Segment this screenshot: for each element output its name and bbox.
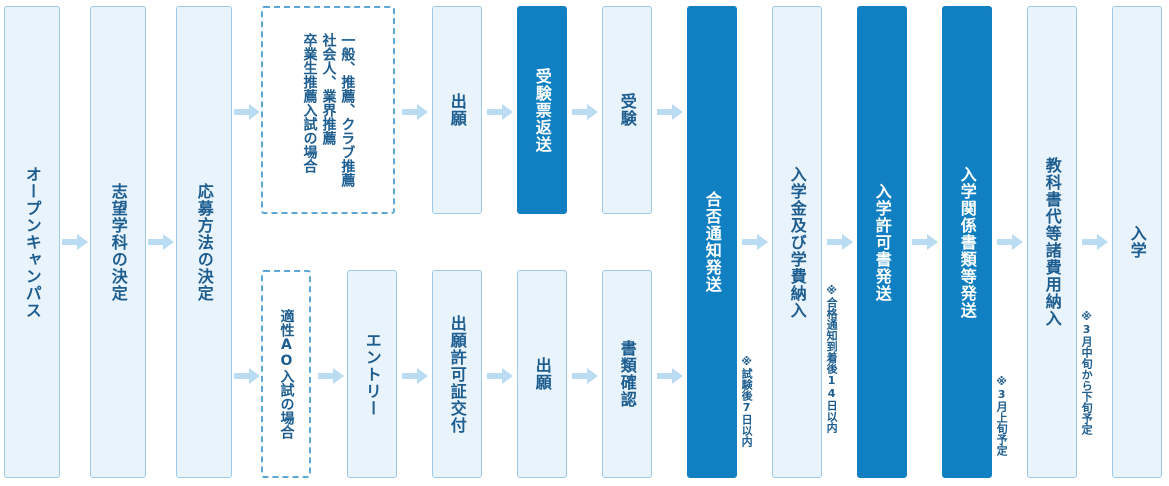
arrow-right-icon (402, 104, 428, 120)
step-textbook-pay: 教科書代等諸費用納入 (1027, 6, 1077, 478)
arrow-right-icon (912, 234, 938, 250)
arrow-right-icon (827, 234, 853, 250)
step-payment-label: 入学金及び学費納入 (787, 165, 807, 319)
step-exam-ticket: 受験票返送 (517, 6, 567, 214)
step-decide-dept: 志望学科の決定 (90, 6, 146, 478)
arrow-right-icon (234, 104, 260, 120)
step-enroll-label: 入学 (1127, 225, 1147, 259)
step-permit-send-label: 入学許可書発送 (872, 182, 892, 302)
step-decide-method: 応募方法の決定 (176, 6, 232, 478)
arrow-right-icon (402, 368, 428, 384)
arrow-right-icon (657, 104, 683, 120)
arrow-right-icon (148, 234, 174, 250)
note-textbook-pay: ※3月中旬から下旬予定 (1080, 310, 1094, 435)
ao-route-label: 適性AO入試の場合 (278, 309, 295, 439)
arrow-right-icon (742, 234, 768, 250)
step-apply-permit-label: 出願許可証交付 (447, 314, 467, 434)
step-entry-label: エントリー (362, 331, 382, 417)
step-apply-bottom-label: 出願 (532, 357, 552, 391)
arrow-right-icon (234, 368, 260, 384)
ao-route-box: 適性AO入試の場合 (261, 270, 311, 478)
step-open-campus-label: オープンキャンパス (22, 165, 42, 319)
general-route-label: 一般、推薦、クラブ推薦 社会人、業界推薦 卒業生推薦入試の場合 (301, 33, 356, 187)
step-document-check: 書類確認 (602, 270, 652, 478)
step-apply-bottom: 出願 (517, 270, 567, 478)
step-enroll: 入学 (1112, 6, 1162, 478)
note-docs-send: ※3月上旬予定 (995, 375, 1009, 456)
step-pass-notice: 合否通知発送 (687, 6, 737, 478)
arrow-right-icon (487, 104, 513, 120)
step-apply-top: 出願 (432, 6, 482, 214)
step-decide-method-label: 応募方法の決定 (194, 182, 214, 302)
step-exam: 受験 (602, 6, 652, 214)
step-open-campus: オープンキャンパス (4, 6, 60, 478)
step-payment: 入学金及び学費納入 (772, 6, 822, 478)
step-apply-top-label: 出願 (447, 93, 467, 127)
step-entry: エントリー (347, 270, 397, 478)
step-textbook-pay-label: 教科書代等諸費用納入 (1042, 157, 1062, 327)
step-document-check-label: 書類確認 (617, 340, 637, 408)
arrow-right-icon (572, 104, 598, 120)
arrow-right-icon (487, 368, 513, 384)
arrow-right-icon (657, 368, 683, 384)
arrow-right-icon (572, 368, 598, 384)
note-pass-notice: ※試験後7日以内 (740, 355, 754, 447)
arrow-right-icon (997, 234, 1023, 250)
general-route-box: 一般、推薦、クラブ推薦 社会人、業界推薦 卒業生推薦入試の場合 (261, 6, 395, 214)
step-exam-ticket-label: 受験票返送 (532, 67, 552, 153)
step-apply-permit: 出願許可証交付 (432, 270, 482, 478)
step-decide-dept-label: 志望学科の決定 (108, 182, 128, 302)
arrow-right-icon (62, 234, 88, 250)
arrow-right-icon (1082, 234, 1108, 250)
step-permit-send: 入学許可書発送 (857, 6, 907, 478)
step-pass-notice-label: 合否通知発送 (702, 191, 722, 293)
step-docs-send-label: 入学関係書類等発送 (957, 165, 977, 319)
step-exam-label: 受験 (617, 93, 637, 127)
arrow-right-icon (318, 368, 344, 384)
step-docs-send: 入学関係書類等発送 (942, 6, 992, 478)
note-payment: ※合格通知到着後14日以内 (825, 284, 839, 433)
